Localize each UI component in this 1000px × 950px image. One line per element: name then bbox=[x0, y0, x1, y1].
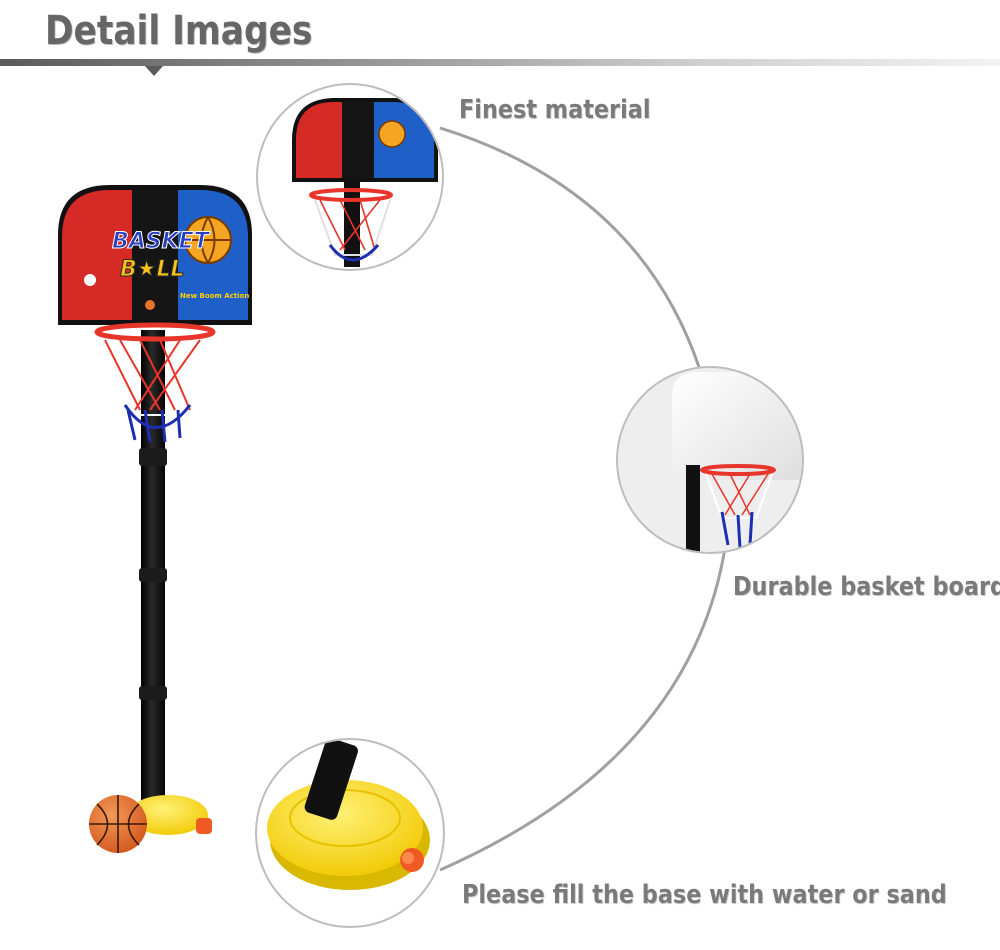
pole-joint bbox=[139, 568, 167, 582]
stand-base bbox=[128, 795, 208, 835]
header-pointer-icon bbox=[145, 66, 163, 76]
pole-joint bbox=[139, 686, 167, 700]
page-title: Detail Images bbox=[45, 8, 313, 54]
board-slogan: New Boom Action bbox=[180, 292, 249, 300]
stand-pole bbox=[141, 330, 165, 805]
caption-fill-base: Please fill the base with water or sand bbox=[462, 880, 947, 910]
connector-arc bbox=[439, 126, 727, 872]
pole-joint bbox=[139, 448, 167, 466]
detail-circle-material bbox=[256, 83, 444, 271]
caption-finest-material: Finest material bbox=[459, 95, 651, 125]
header-divider bbox=[0, 59, 1000, 66]
basketball-stand: BASKET B★LL New Boom Action bbox=[58, 185, 252, 853]
backboard: BASKET B★LL New Boom Action bbox=[58, 185, 252, 325]
board-text-basket: BASKET bbox=[112, 229, 211, 254]
detail-circle-base bbox=[255, 738, 445, 928]
base-cap bbox=[196, 818, 212, 834]
detail-circle-board bbox=[616, 366, 804, 554]
board-text-ball: B★LL bbox=[120, 257, 185, 282]
caption-durable-board: Durable basket board bbox=[733, 572, 1000, 602]
hoop bbox=[94, 322, 216, 443]
